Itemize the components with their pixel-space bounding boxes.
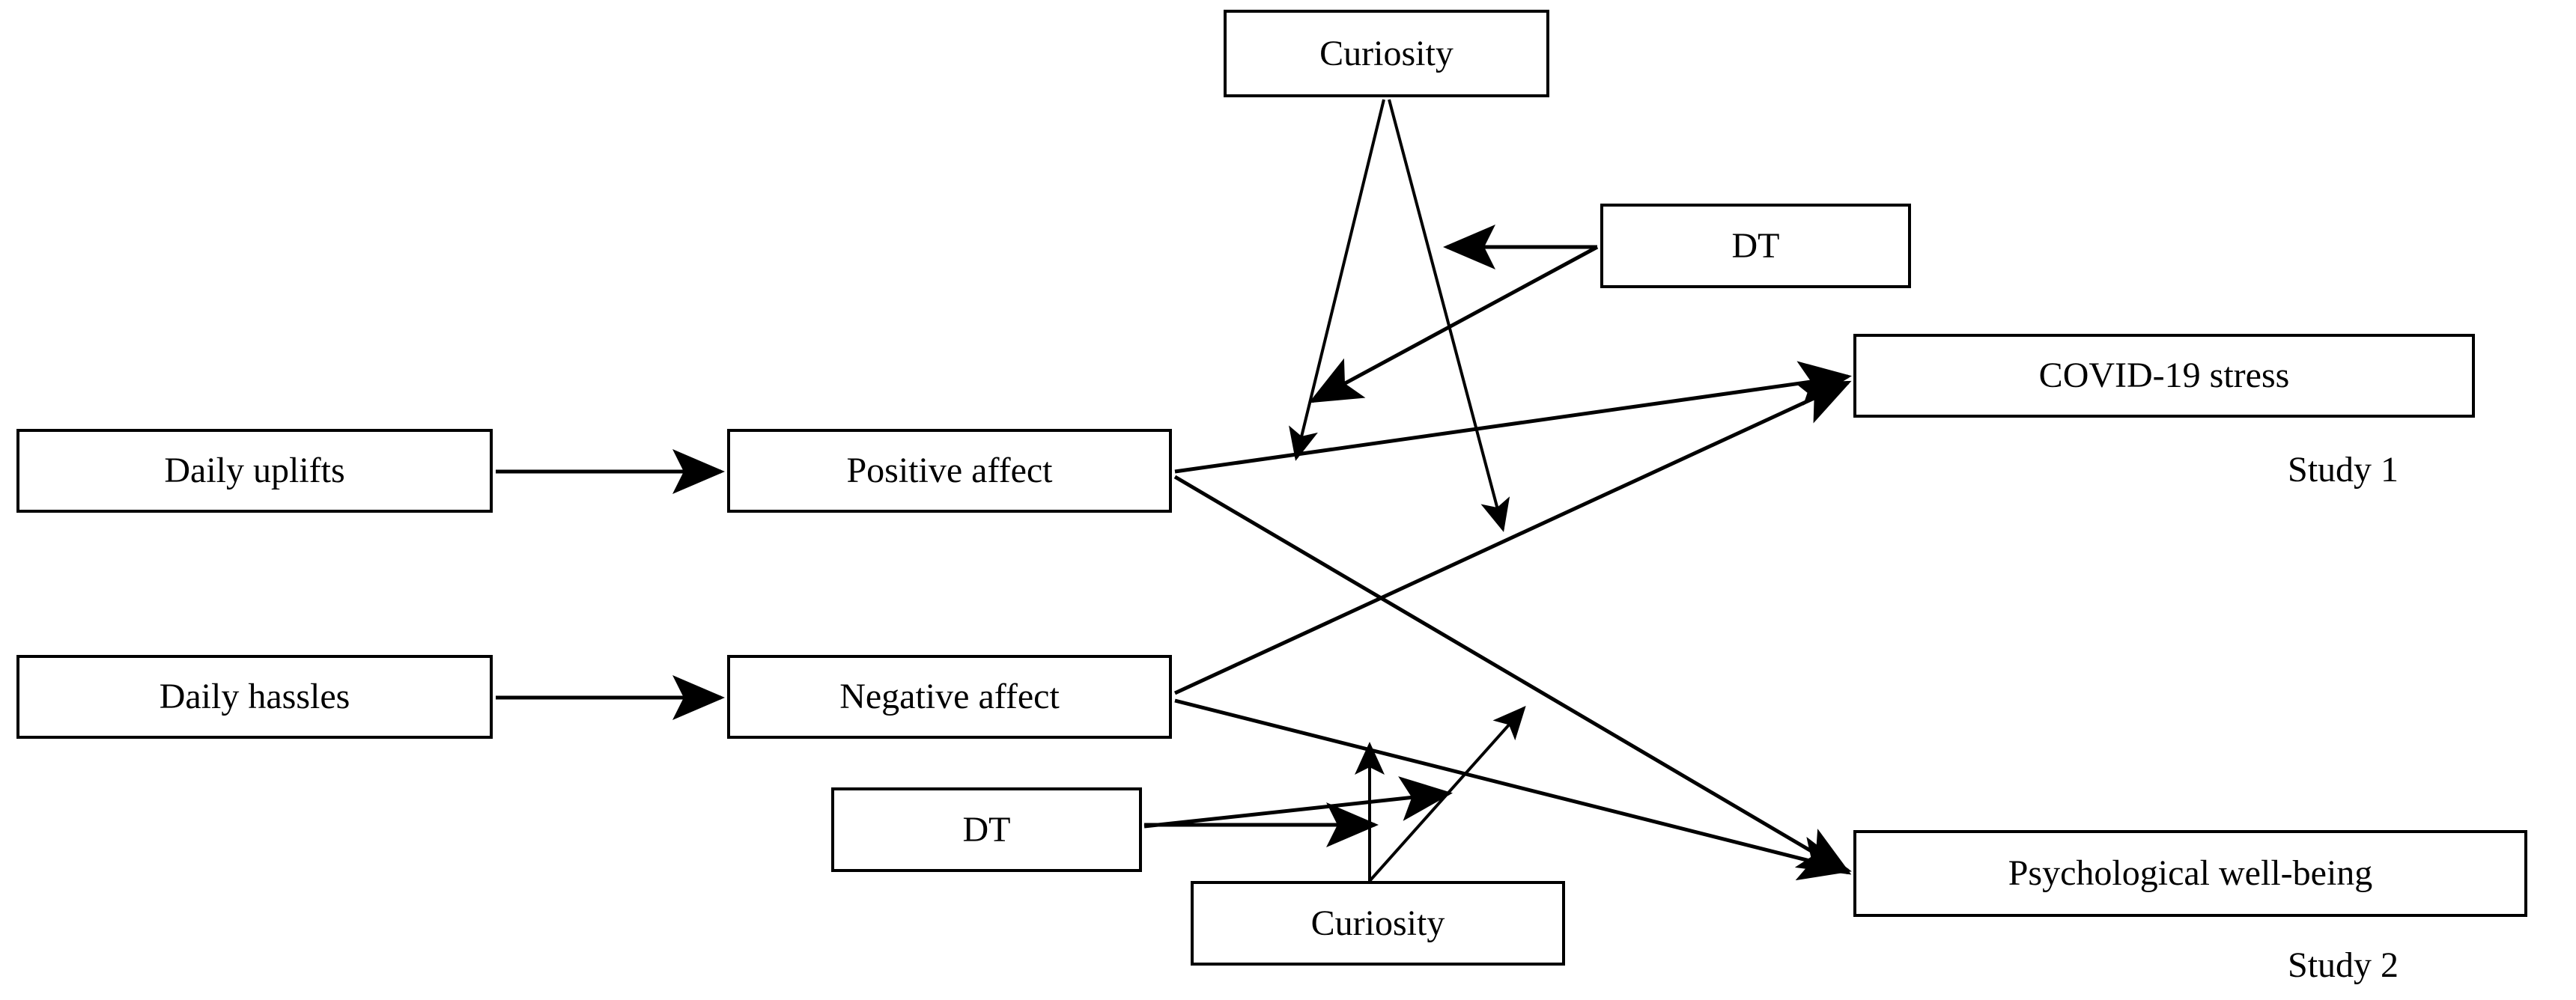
node-label-daily-uplifts: Daily uplifts bbox=[164, 451, 345, 490]
node-label-positive-affect: Positive affect bbox=[846, 451, 1053, 490]
node-label-curiosity-top: Curiosity bbox=[1319, 33, 1453, 73]
edge-negative-to-covid bbox=[1173, 380, 1852, 695]
node-label-curiosity-bottom: Curiosity bbox=[1310, 903, 1445, 943]
edge-curiosity-top-to-positive-covid bbox=[1289, 99, 1385, 461]
node-label-dt-top: DT bbox=[1731, 225, 1780, 266]
node-dt-top[interactable]: DT bbox=[1600, 204, 1911, 288]
node-label-covid-stress: COVID-19 stress bbox=[2038, 356, 2290, 395]
edge-negative-to-wellbeing bbox=[1174, 698, 1852, 881]
annotation-study-2: Study 2 bbox=[2288, 945, 2399, 985]
node-label-well-being: Psychological well-being bbox=[2008, 853, 2373, 893]
edge-dt-top-diagonal bbox=[1308, 245, 1599, 403]
node-dt-bottom[interactable]: DT bbox=[831, 787, 1142, 872]
node-covid-stress[interactable]: COVID-19 stress bbox=[1853, 334, 2475, 418]
node-label-negative-affect: Negative affect bbox=[839, 677, 1060, 716]
node-negative-affect[interactable]: Negative affect bbox=[727, 655, 1172, 739]
node-well-being[interactable]: Psychological well-being bbox=[1853, 830, 2527, 917]
annotation-study-1: Study 1 bbox=[2288, 450, 2399, 490]
node-label-daily-hassles: Daily hassles bbox=[159, 677, 350, 716]
node-label-dt-bottom: DT bbox=[962, 809, 1011, 850]
edge-curiosity-bottom-diagonal bbox=[1368, 706, 1526, 882]
edge-dt-bottom-diagonal bbox=[1143, 776, 1453, 829]
node-positive-affect[interactable]: Positive affect bbox=[727, 429, 1172, 513]
node-daily-uplifts[interactable]: Daily uplifts bbox=[16, 429, 493, 513]
node-curiosity-bottom[interactable]: Curiosity bbox=[1191, 881, 1565, 966]
edge-curiosity-top-to-positive-wellbeing bbox=[1388, 99, 1510, 532]
edge-positive-to-wellbeing bbox=[1173, 475, 1852, 875]
node-curiosity-top[interactable]: Curiosity bbox=[1224, 10, 1549, 97]
edge-positive-to-covid bbox=[1174, 361, 1852, 474]
node-daily-hassles[interactable]: Daily hassles bbox=[16, 655, 493, 739]
